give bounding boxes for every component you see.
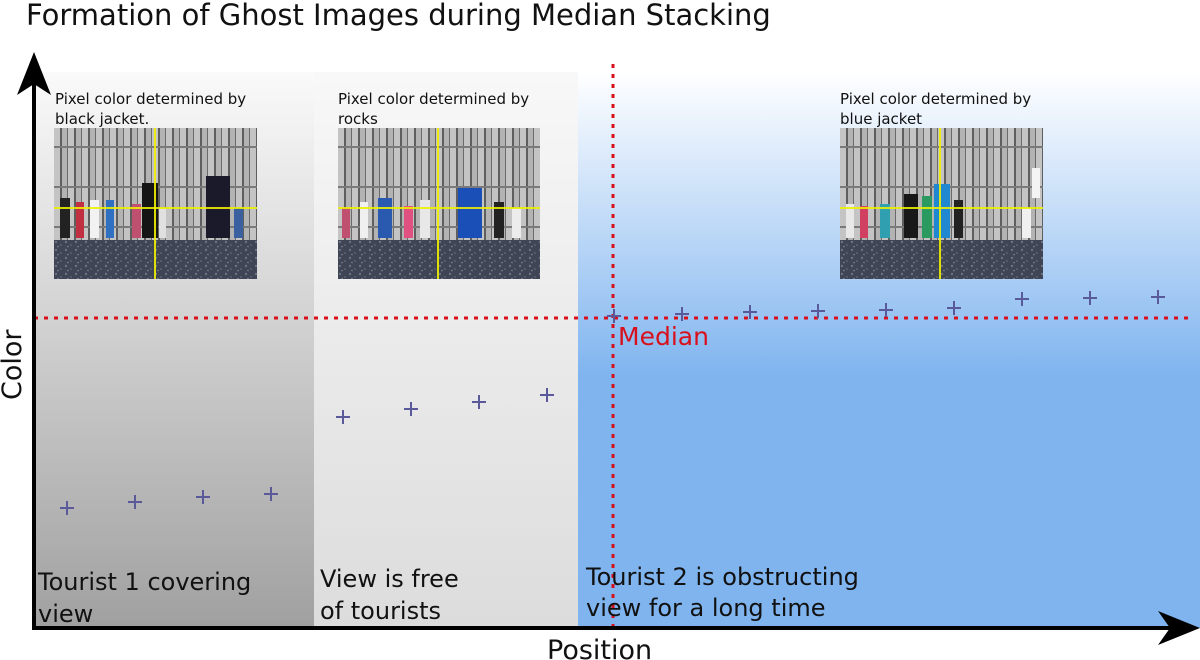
- sample-marker-tourist-1-4: [264, 487, 278, 501]
- label-tourist-1-line-2: view: [38, 600, 93, 628]
- sample-markers: [60, 290, 1165, 515]
- photo-black-jacket: [54, 128, 257, 279]
- caption-tourist-2-line-1: Pixel color determined by: [840, 90, 1031, 108]
- sample-marker-tourist-1-1: [60, 501, 74, 515]
- sample-marker-tourist-2-4: [811, 304, 825, 318]
- median-label: Median: [618, 322, 709, 351]
- label-free-view-line-2: of tourists: [320, 597, 441, 625]
- tourist-figures: [60, 176, 243, 238]
- tourist-figures: [342, 188, 521, 238]
- x-axis-arrowhead: [1158, 611, 1200, 645]
- y-axis-label: Color: [0, 329, 28, 400]
- label-tourist-2-line-1: Tourist 2 is obstructing: [585, 563, 859, 591]
- sample-marker-free-view-4: [540, 388, 554, 402]
- sample-marker-tourist-1-2: [128, 495, 142, 509]
- sample-marker-tourist-2-7: [1015, 292, 1029, 306]
- sample-marker-tourist-2-1: [607, 309, 621, 323]
- caption-free-view-line-2: rocks: [338, 110, 378, 128]
- photo-rocks: [338, 128, 540, 279]
- sample-marker-tourist-2-6: [947, 301, 961, 315]
- sample-marker-free-view-3: [472, 395, 486, 409]
- x-axis-label: Position: [547, 635, 652, 660]
- diagram-title: Formation of Ghost Images during Median …: [26, 0, 771, 32]
- caption-free-view-line-1: Pixel color determined by: [338, 90, 529, 108]
- caption-tourist-1-line-2: black jacket.: [55, 110, 149, 128]
- label-tourist-1-line-1: Tourist 1 covering: [37, 568, 251, 596]
- sample-marker-free-view-1: [336, 410, 350, 424]
- caption-tourist-1-line-1: Pixel color determined by: [55, 90, 246, 108]
- tourist-figures: [846, 168, 1040, 238]
- sample-marker-tourist-2-2: [675, 307, 689, 321]
- caption-tourist-2-line-2: blue jacket: [840, 110, 922, 128]
- sample-marker-free-view-2: [404, 402, 418, 416]
- photo-blue-jacket: [840, 128, 1043, 279]
- sample-marker-tourist-2-8: [1083, 291, 1097, 305]
- sample-marker-tourist-1-3: [196, 490, 210, 504]
- label-free-view-line-1: View is free: [320, 565, 459, 593]
- sample-marker-tourist-2-5: [879, 303, 893, 317]
- sample-marker-tourist-2-9: [1151, 290, 1165, 304]
- y-axis-arrowhead: [17, 52, 51, 95]
- sample-marker-tourist-2-3: [743, 305, 757, 319]
- label-tourist-2-line-2: view for a long time: [586, 594, 826, 622]
